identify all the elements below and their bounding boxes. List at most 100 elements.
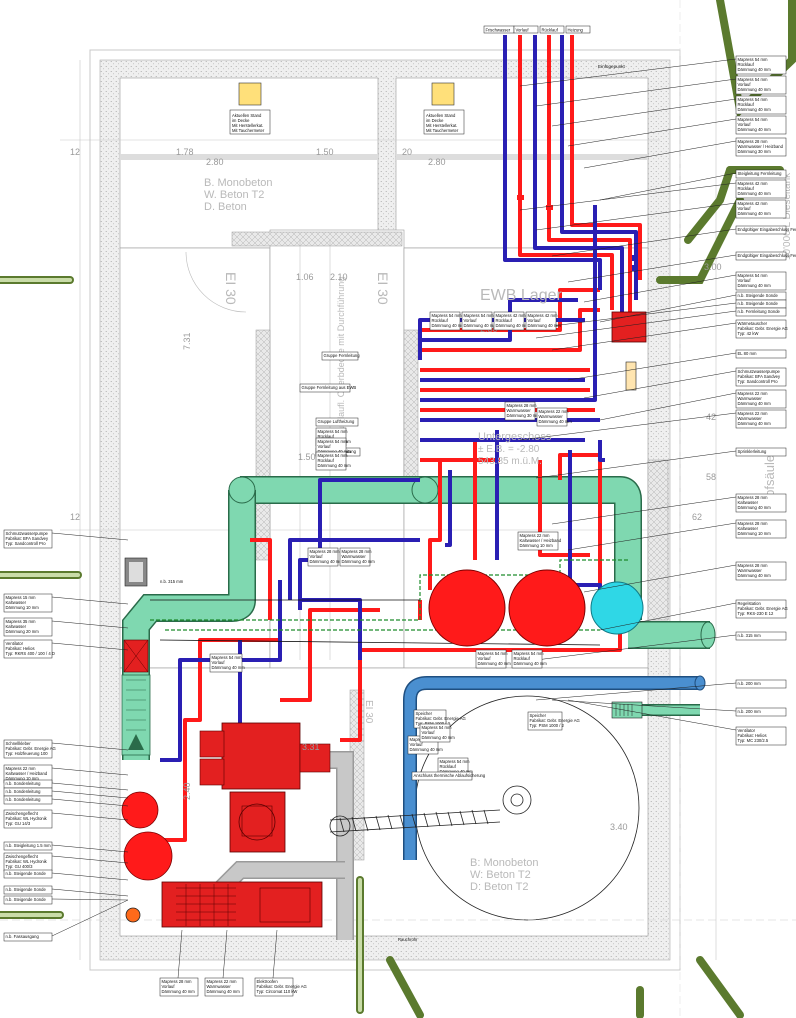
valves [517,195,637,271]
callout-text: Typ: PSM 1000 / 2 [530,723,565,728]
room-tag-text: Aktuellen Stand [232,113,262,118]
callout-text: Fabrikat: BFA Sandvey [6,536,50,541]
callout-text: Warmwasser [539,414,564,419]
callout-text: Mapress 54 mm [422,725,453,730]
callout-text: Mapress 28 mm [507,403,538,408]
dimension-text: 12 [70,147,80,157]
callout-text: n.b. Steigleitung 1.5 mm [6,843,52,848]
callout-text: Vorlauf [422,730,436,735]
callout-text: Gruppe Luftheizung [318,419,355,424]
callout-text: Mapress 54 mm [318,439,349,444]
callout-text: n.b. Steigende Sonde [6,897,47,902]
callout-text: Typ: RKRS 400 / 100 / 4 D [6,651,55,656]
callout-text: Dämmung 40 mm [738,505,772,510]
callout-text: Mapress 54 mm [738,273,769,278]
room-name: D. Beton [204,201,247,213]
callout-text: Zwischengeflecht [6,854,39,859]
dimension-text: 62 [692,512,702,522]
callout-text: n.b. 200 mm [738,681,762,686]
callout-text: n.b. Steigende Sonde [6,871,47,876]
callout-text: Mapress 35 mm [6,619,37,624]
callout-label: EL 80 mm [567,349,787,381]
callout-text: Vorlauf [478,656,492,661]
duct-size-label: n.b. 315 mm [160,579,184,584]
callout-text: Fabrikat: Gebr. Energie AG [738,326,788,331]
callout-text: Fabrikat: Gebr. Energie AG [530,718,580,723]
room-name: EWB Lager [480,287,562,304]
dimension-text: 2.80 [428,157,446,167]
callout-text: Dämmung 40 mm [440,769,474,774]
callout-text: Rücklauf [318,434,335,439]
callout-text: Vorlauf [738,278,752,283]
supply-label-text: Heizung [568,28,584,33]
callout-text: Gruppe Fernleitung [324,353,361,358]
callout-label: n.b. Steigende Sonde [3,895,129,905]
callout-label: n.b. 200 mm [535,679,787,701]
flue-label: Rauchrohr [398,937,418,942]
callout-label: n.b. Fernleitung Sonde [535,307,787,339]
callout-text: Endgültiger Eingabeschluss Fernl. [738,227,796,232]
insertion-point-label: Einfügepunkt [598,64,626,69]
callout-text: Vorlauf [318,444,332,449]
fire-rating-label: EI 30 [223,272,239,305]
callout-text: Dämmung 10 mm [520,543,554,548]
callout-text: Fabrikat: Gebr. Energie AG [738,606,788,611]
callout-text: Typ: 42 kW [738,331,759,336]
callout-label: Gruppe Luftheizung [315,417,359,427]
callout-text: Rücklauf [738,62,755,67]
callout-text: Kaltwasser [738,500,759,505]
room-tag-text: Mit Herstellerkat. [232,123,263,128]
callout-text: Schmutzwasserpumpe [738,369,781,374]
callout-text: Typ: MC 230/2.5 [738,738,769,743]
dimension-text: 2.80 [206,157,224,167]
callout-text: Mapress 22 mm [6,766,37,771]
boilers [123,311,647,928]
callout-text: Zwischengeflecht [6,811,39,816]
callout-text: Dämmung 40 mm [342,559,376,564]
supply-label-text: Frischwasser [486,28,511,33]
callout-text: Fabrikat: Helios [738,733,767,738]
callout-text: Vorlauf [162,984,176,989]
callout-text: Schmutzwasserpumpe [6,531,49,536]
dimension-text: 7.31 [182,332,192,350]
room-tag-text: Mit Herstellerkat. [426,123,457,128]
callout-text: Ventilator [738,728,756,733]
callout-text: Warmwasser [207,984,232,989]
callout-text: Dämmung 30 mm [507,413,541,418]
callout-text: Vorlauf [528,318,542,323]
callout-text: n.b. Sondenleitung [6,781,42,786]
callout-text: Mapress 28 mm [738,139,769,144]
supply-label: Frischwasser [483,25,515,34]
callout-text: Kaltwasser [6,600,27,605]
callout-text: Mapress 54 mm [318,453,349,458]
cold-water-pipes [160,35,638,762]
pump-box [124,557,148,587]
callout-text: Wärmetauscher [738,321,768,326]
callout-label: Endgültiger Eingabeschluss Fernl. [567,251,796,283]
callout-text: Dämmung 40 mm [432,323,466,328]
room-tag-text: Mit Tauchermeter [426,128,459,133]
callout-label: n.b. Steigleitung 1.5 mm [3,841,129,853]
room-name: W. Beton T2 [204,189,264,201]
callout-label: n.b. Fassausgang [3,899,129,942]
callout-text: n.b. 315 mm [738,633,762,638]
callout-text: Rücklauf [514,656,531,661]
